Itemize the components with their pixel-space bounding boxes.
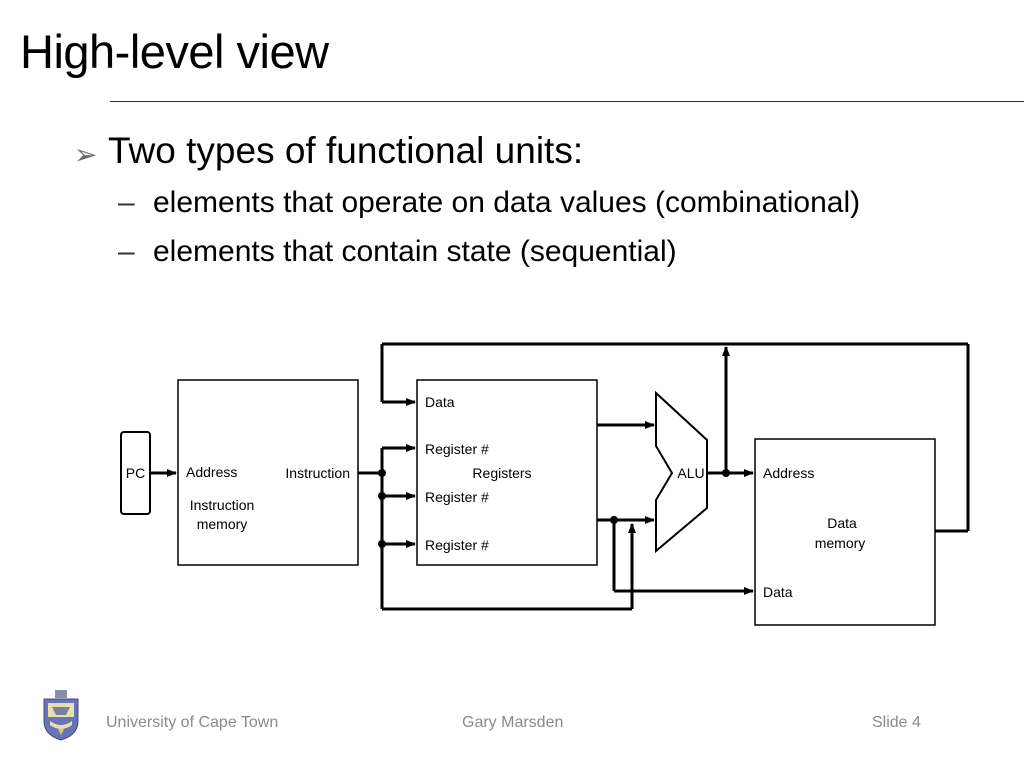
main-bullet: ➢ Two types of functional units: bbox=[74, 128, 583, 178]
reg-num-label-2: Register # bbox=[425, 489, 489, 505]
sub-bullet-combinational: –elements that operate on data values (c… bbox=[118, 184, 860, 222]
dmem-address-label: Address bbox=[763, 465, 814, 481]
instruction-memory-block bbox=[177, 379, 359, 566]
arrow-bullet-icon: ➢ bbox=[74, 139, 98, 170]
title-divider bbox=[110, 101, 1024, 102]
reg-num-label-3: Register # bbox=[425, 537, 489, 553]
sub-bullet-text: elements that contain state (sequential) bbox=[153, 235, 677, 268]
dash-icon: – bbox=[118, 235, 135, 268]
reg-data-label: Data bbox=[425, 394, 455, 410]
sub-bullet-text: elements that operate on data values (co… bbox=[153, 186, 861, 219]
footer-institution: University of Cape Town bbox=[106, 714, 279, 731]
registers-label: Registers bbox=[472, 465, 531, 481]
dmem-name-label-1: Data bbox=[827, 515, 857, 531]
reg-num-label-1: Register # bbox=[425, 441, 489, 457]
imem-instruction-label: Instruction bbox=[285, 465, 350, 481]
footer-author: Gary Marsden bbox=[462, 714, 564, 731]
data-memory-block bbox=[754, 438, 936, 626]
university-crest-icon bbox=[43, 690, 79, 741]
imem-name-label-2: memory bbox=[197, 516, 248, 532]
alu-label: ALU bbox=[677, 465, 704, 481]
footer-slide-number: Slide 4 bbox=[872, 714, 921, 731]
slide-title: High-level view bbox=[20, 25, 329, 78]
dmem-name-label-2: memory bbox=[815, 535, 866, 551]
alu-block bbox=[655, 390, 708, 554]
imem-name-label-1: Instruction bbox=[190, 497, 255, 513]
imem-address-label: Address bbox=[186, 464, 237, 480]
junction-dots bbox=[378, 469, 730, 548]
registers-block bbox=[416, 379, 598, 566]
dmem-data-label: Data bbox=[763, 584, 793, 600]
pc-label: PC bbox=[126, 465, 145, 481]
sub-bullet-sequential: –elements that contain state (sequential… bbox=[118, 233, 677, 271]
dash-icon: – bbox=[118, 186, 135, 219]
main-bullet-text: Two types of functional units: bbox=[108, 130, 584, 171]
